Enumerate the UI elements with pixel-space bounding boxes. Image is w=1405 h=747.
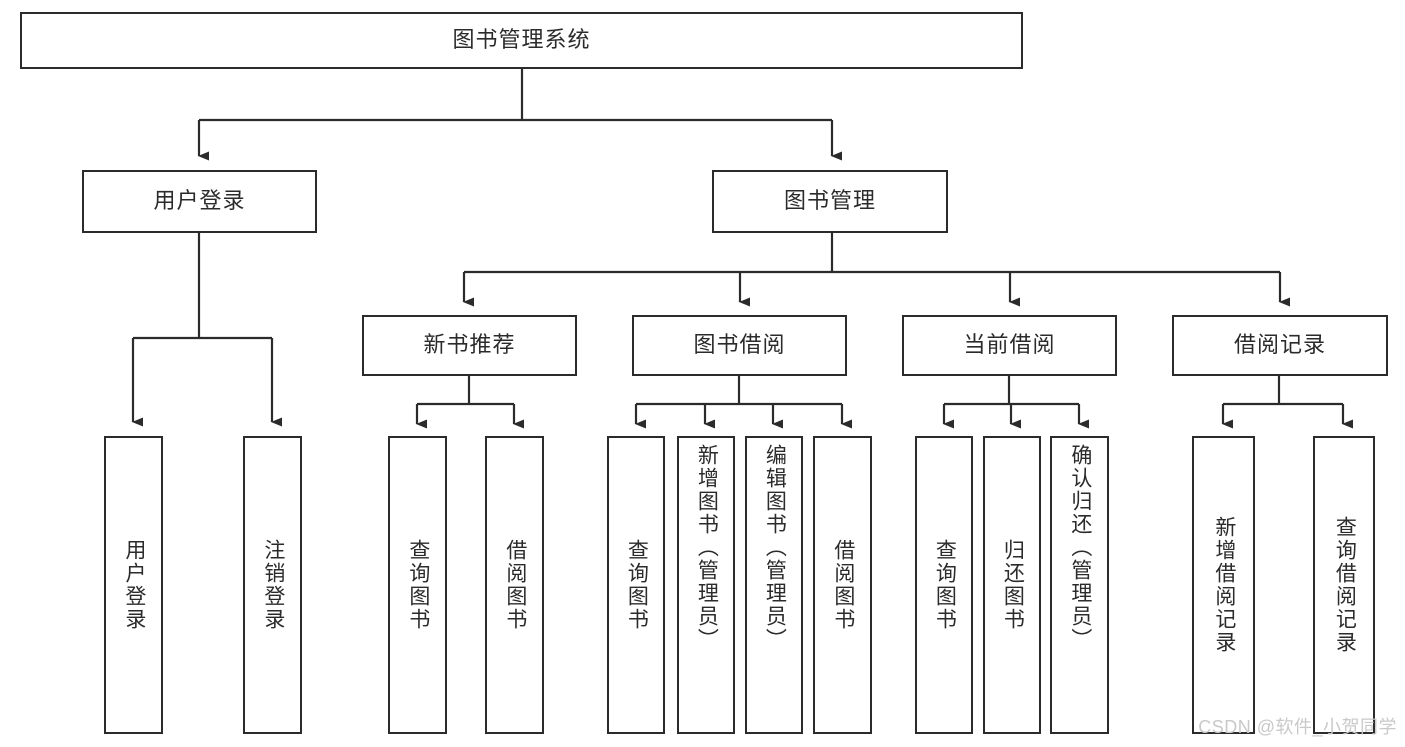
leaf-edit-book-label: 编辑图书（管理员） [763, 444, 787, 651]
node-book-manage-label: 图书管理 [783, 188, 876, 214]
leaf-user-login[interactable]: 用户登录 [104, 436, 163, 734]
node-borrow-record-label: 借阅记录 [1233, 332, 1326, 358]
node-current-borrow[interactable]: 当前借阅 [902, 315, 1117, 376]
leaf-user-login-label: 用户登录 [122, 539, 146, 631]
leaf-logout-login[interactable]: 注销登录 [243, 436, 302, 734]
leaf-confirm-return-label: 确认归还（管理员） [1068, 444, 1092, 651]
leaf-edit-book[interactable]: 编辑图书（管理员） [745, 436, 803, 734]
leaf-query-book-2[interactable]: 查询图书 [607, 436, 665, 734]
leaf-borrow-book-1-label: 借阅图书 [503, 539, 527, 631]
node-book-borrow-label: 图书借阅 [693, 332, 786, 358]
leaf-add-record-label: 新增借阅记录 [1212, 516, 1236, 654]
leaf-add-book[interactable]: 新增图书（管理员） [677, 436, 735, 734]
leaf-query-record[interactable]: 查询借阅记录 [1313, 436, 1375, 734]
leaf-borrow-book-1[interactable]: 借阅图书 [485, 436, 544, 734]
leaf-logout-login-label: 注销登录 [261, 539, 285, 631]
leaf-query-book-1-label: 查询图书 [406, 539, 430, 631]
node-root-label: 图书管理系统 [452, 27, 591, 53]
leaf-query-book-3[interactable]: 查询图书 [915, 436, 973, 734]
leaf-return-book-label: 归还图书 [1001, 539, 1025, 631]
leaf-query-book-1[interactable]: 查询图书 [388, 436, 447, 734]
leaf-borrow-book-2[interactable]: 借阅图书 [813, 436, 872, 734]
node-new-book-recommend[interactable]: 新书推荐 [362, 315, 577, 376]
node-root[interactable]: 图书管理系统 [20, 12, 1023, 69]
leaf-add-record[interactable]: 新增借阅记录 [1192, 436, 1255, 734]
leaf-add-book-label: 新增图书（管理员） [695, 444, 719, 651]
leaf-return-book[interactable]: 归还图书 [983, 436, 1041, 734]
leaf-confirm-return[interactable]: 确认归还（管理员） [1050, 436, 1109, 734]
csdn-watermark: CSDN @软件_小贺同学 [1198, 717, 1397, 737]
leaf-borrow-book-2-label: 借阅图书 [831, 539, 855, 631]
node-current-borrow-label: 当前借阅 [963, 332, 1056, 358]
leaf-query-book-3-label: 查询图书 [933, 539, 957, 631]
node-new-book-recommend-label: 新书推荐 [423, 332, 516, 358]
leaf-query-book-2-label: 查询图书 [625, 539, 649, 631]
node-book-borrow[interactable]: 图书借阅 [632, 315, 847, 376]
node-user-login-label: 用户登录 [153, 188, 246, 214]
node-user-login[interactable]: 用户登录 [82, 170, 317, 233]
leaf-query-record-label: 查询借阅记录 [1333, 516, 1357, 654]
node-book-manage[interactable]: 图书管理 [712, 170, 948, 233]
node-borrow-record[interactable]: 借阅记录 [1172, 315, 1388, 376]
